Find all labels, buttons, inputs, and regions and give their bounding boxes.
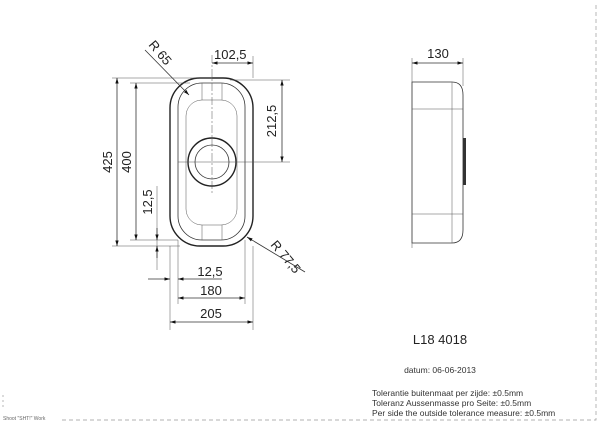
tolerance-nl: Tolerantie buitenmaat per zijde: ±0.5mm: [372, 388, 524, 398]
dim-height-to-drain: 212,5: [264, 105, 279, 138]
dim-overall-width: 205: [200, 306, 222, 321]
sink-side-view: 130: [411, 46, 466, 248]
date-label: datum: 06-06-2013: [404, 365, 476, 375]
dim-radius-outer: R 77,5: [268, 237, 304, 276]
model-number: L18 4018: [412, 332, 468, 347]
dim-inner-width: 180: [200, 283, 222, 298]
dim-rim-vertical: 12,5: [140, 189, 155, 214]
dim-overall-height: 425: [100, 151, 115, 173]
dim-depth: 130: [427, 46, 449, 61]
dim-inner-height: 400: [119, 151, 134, 173]
watermark: Shoot "SHT!" Work: [3, 416, 46, 422]
tolerance-de: Toleranz Aussenmasse pro Seite: ±0.5mm: [372, 398, 532, 408]
tolerance-en: Per side the outside tolerance measure: …: [372, 408, 556, 418]
dim-rim-horizontal: 12,5: [197, 264, 222, 279]
frame-border: [60, 5, 597, 421]
extension-lines: [112, 56, 290, 330]
dimension-lines: [115, 49, 306, 324]
sink-front-view: [169, 55, 290, 247]
dim-radius-top: R 65: [146, 37, 175, 68]
dim-offset-center: 102,5: [214, 47, 247, 62]
